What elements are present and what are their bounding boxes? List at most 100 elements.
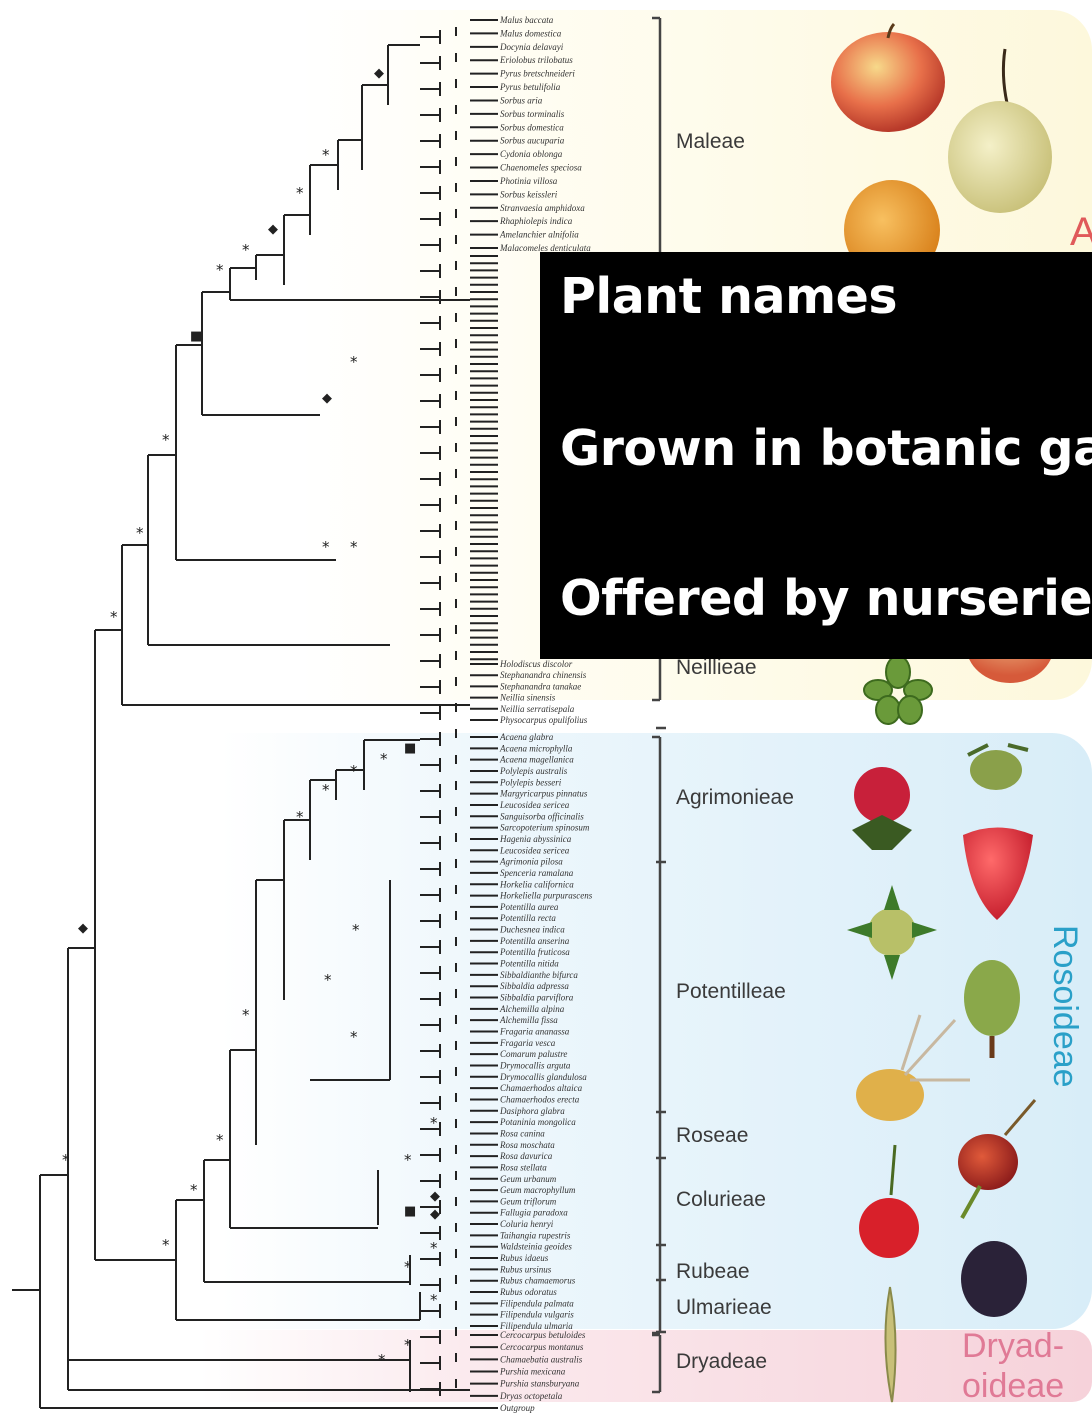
subfamily-label-dryadoideae-line2: oideae bbox=[962, 1366, 1092, 1406]
tribe-label-neillieae: Neillieae bbox=[676, 656, 757, 680]
taxon-label: Stranvaesia amphidoxa bbox=[500, 203, 585, 213]
taxon-label: Sibbaldia parviflora bbox=[500, 993, 574, 1003]
subfamily-label-amygdaloideae: A bbox=[1070, 210, 1092, 255]
taxon-label: Filipendula palmata bbox=[499, 1298, 574, 1308]
support-symbol: * bbox=[350, 762, 358, 780]
taxon-label: Acaena glabra bbox=[499, 732, 554, 742]
taxon-label: Leucosidea sericea bbox=[499, 800, 570, 810]
agrimonia-hip-image bbox=[958, 730, 1038, 795]
support-symbol: * bbox=[350, 353, 358, 371]
taxon-label: Horkeliella purpurascens bbox=[499, 891, 593, 901]
support-symbol: * bbox=[322, 146, 330, 164]
taxon-label: Alchemilla alpina bbox=[499, 1004, 565, 1014]
support-symbol: * bbox=[350, 1028, 358, 1046]
taxon-label: Chamaebatia australis bbox=[500, 1354, 583, 1364]
taxon-label: Rosa canina bbox=[499, 1128, 545, 1138]
taxon-label: Pyrus bretschneideri bbox=[499, 69, 575, 79]
support-symbol: * bbox=[378, 1351, 386, 1369]
taxon-label: Malus domestica bbox=[499, 28, 562, 38]
strawberry-image bbox=[955, 815, 1040, 923]
taxon-label: Cercocarpus montanus bbox=[500, 1342, 584, 1352]
taxon-label: Geum macrophyllum bbox=[500, 1185, 576, 1195]
taxon-label: Rosa stellata bbox=[499, 1162, 547, 1172]
taxon-label: Physocarpus opulifolius bbox=[499, 715, 588, 725]
tribe-label-potentilleae: Potentilleae bbox=[676, 980, 786, 1004]
support-symbol: * bbox=[380, 750, 388, 768]
support-symbol: ◆ bbox=[430, 1207, 440, 1222]
tribe-label-ulmarieae: Ulmarieae bbox=[676, 1296, 772, 1320]
taxon-label: Sanguisorba officinalis bbox=[500, 811, 584, 821]
neillia-fruit-image bbox=[858, 652, 938, 727]
support-symbol: * bbox=[404, 1336, 412, 1354]
taxon-label: Chamaerhodos altaica bbox=[500, 1083, 583, 1093]
taxon-label: Fallugia paradoxa bbox=[499, 1208, 568, 1218]
support-symbol: ◆ bbox=[268, 222, 278, 237]
tribe-label-roseae: Roseae bbox=[676, 1124, 748, 1148]
taxon-label: Leucosidea sericea bbox=[499, 845, 570, 855]
taxon-label: Chaenomeles speciosa bbox=[500, 163, 582, 173]
taxon-label: Potentilla fruticosa bbox=[499, 947, 570, 957]
taxon-label: Neillia serratisepala bbox=[499, 704, 575, 714]
support-symbol: * bbox=[216, 1131, 224, 1149]
taxon-label: Cercocarpus betuloides bbox=[500, 1330, 586, 1340]
taxon-label: Sibbaldia adpressa bbox=[500, 981, 569, 991]
taxon-label: Spenceria ramalana bbox=[500, 868, 574, 878]
taxon-label: Fragaria vesca bbox=[499, 1038, 556, 1048]
taxon-label: Potentilla nitida bbox=[499, 959, 559, 969]
raspberry-image bbox=[855, 1140, 925, 1260]
support-symbol: * bbox=[242, 1006, 250, 1024]
support-symbol: * bbox=[136, 524, 144, 542]
taxon-label: Waldsteinia geoides bbox=[500, 1242, 572, 1252]
taxon-label: Drymocallis arguta bbox=[499, 1060, 571, 1070]
taxon-label: Potaninia mongolica bbox=[499, 1117, 576, 1127]
taxon-label: Potentilla aurea bbox=[499, 902, 559, 912]
taxon-label: Stephanandra chinensis bbox=[500, 670, 587, 680]
support-symbol: * bbox=[430, 1114, 438, 1132]
taxon-label: Margyricarpus pinnatus bbox=[499, 789, 588, 799]
support-symbol: ■ bbox=[404, 1204, 416, 1219]
taxon-label: Sorbus aucuparia bbox=[500, 136, 565, 146]
taxon-label: Rubus odoratus bbox=[499, 1287, 557, 1297]
subfamily-label-rosoideae: Rosoideae bbox=[1045, 925, 1084, 1088]
subfamily-label-dryadoideae: Dryad- oideae bbox=[962, 1326, 1092, 1406]
support-symbol: * bbox=[350, 538, 358, 556]
blackberry-image bbox=[958, 1235, 1033, 1320]
taxon-label: Polylepis australis bbox=[499, 766, 568, 776]
taxon-label: Holodiscus discolor bbox=[499, 659, 573, 669]
taxon-label: Dryas octopetala bbox=[499, 1391, 563, 1401]
taxon-label: Alchemilla fissa bbox=[499, 1015, 558, 1025]
tribe-label-rubeae: Rubeae bbox=[676, 1260, 750, 1284]
tribe-label-dryadeae: Dryadeae bbox=[676, 1350, 767, 1374]
taxon-label: Geum triflorum bbox=[500, 1196, 557, 1206]
support-symbol: * bbox=[296, 184, 304, 202]
support-symbol: * bbox=[352, 921, 360, 939]
overlay-box: Plant names Grown in botanic ga Offered … bbox=[540, 252, 1092, 659]
support-symbol: * bbox=[190, 1181, 198, 1199]
support-symbol: * bbox=[110, 608, 118, 626]
support-symbol: ◆ bbox=[322, 391, 332, 406]
taxon-label: Cydonia oblonga bbox=[500, 149, 563, 159]
dryas-seedhead-image bbox=[870, 1282, 910, 1407]
pear-image bbox=[945, 45, 1055, 215]
taxon-label: Comarum palustre bbox=[500, 1049, 567, 1059]
support-symbol: * bbox=[430, 1239, 438, 1257]
support-symbol: ■ bbox=[404, 741, 416, 756]
taxon-label: Potentilla recta bbox=[499, 913, 556, 923]
subfamily-label-dryadoideae-line1: Dryad- bbox=[962, 1326, 1092, 1366]
taxon-label: Sorbus domestica bbox=[500, 122, 564, 132]
support-symbol: * bbox=[324, 971, 332, 989]
tribe-label-maleae: Maleae bbox=[676, 130, 745, 154]
taxon-label: Sorbus torminalis bbox=[500, 109, 565, 119]
taxon-label: Neillia sinensis bbox=[499, 693, 556, 703]
taxon-label: Pyrus betulifolia bbox=[499, 82, 561, 92]
taxon-label: Acaena magellanica bbox=[499, 755, 574, 765]
support-symbol: * bbox=[216, 261, 224, 279]
taxon-label: Amelanchier alnifolia bbox=[499, 230, 579, 240]
overlay-line-botanic-gardens: Grown in botanic ga bbox=[560, 420, 1092, 477]
taxon-label: Hagenia abyssinica bbox=[499, 834, 572, 844]
taxon-label: Purshia mexicana bbox=[499, 1367, 566, 1377]
support-symbol: ◆ bbox=[78, 921, 88, 936]
taxon-label: Polylepis besseri bbox=[499, 777, 562, 787]
taxon-label: Agrimonia pilosa bbox=[499, 857, 563, 867]
taxon-label: Sorbus keissleri bbox=[500, 189, 558, 199]
